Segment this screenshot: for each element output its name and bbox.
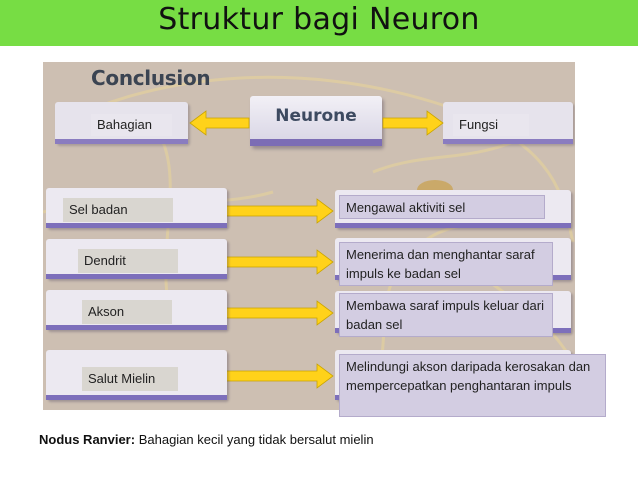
neurone-label: Neurone <box>275 106 357 126</box>
row-arrow-1 <box>218 198 334 224</box>
function-text-2: Menerima dan menghantar saraf impuls ke … <box>339 242 553 286</box>
part-label: Dendrit <box>78 249 178 273</box>
part-row-salut-mielin: Salut Mielin <box>46 350 227 400</box>
arrow-to-bahagian <box>189 110 250 136</box>
function-text-4: Melindungi akson daripada kerosakan dan … <box>339 354 606 417</box>
fungsi-header-box: Fungsi <box>443 102 573 144</box>
diagram-panel: Conclusion Bahagian Neurone Fungsi Sel b… <box>43 62 575 410</box>
title-bar: Struktur bagi Neuron <box>0 0 638 46</box>
footer-definition: Bahagian kecil yang tidak bersalut mieli… <box>138 432 374 447</box>
bahagian-header-label: Bahagian <box>91 114 172 136</box>
function-text-3: Membawa saraf impuls keluar dari badan s… <box>339 293 553 337</box>
part-row-sel-badan: Sel badan <box>46 188 227 228</box>
part-row-akson: Akson <box>46 290 227 330</box>
part-row-dendrit: Dendrit <box>46 239 227 279</box>
arrow-to-fungsi <box>382 110 444 136</box>
part-label: Salut Mielin <box>82 367 178 391</box>
connector-arrows <box>189 110 444 389</box>
row-arrow-4 <box>218 363 334 389</box>
bahagian-header-box: Bahagian <box>55 102 188 144</box>
row-arrow-2 <box>218 249 334 275</box>
part-label: Sel badan <box>63 198 173 222</box>
page-title: Struktur bagi Neuron <box>158 2 480 37</box>
neurone-center-box: Neurone <box>250 96 382 146</box>
part-label: Akson <box>82 300 172 324</box>
function-text-1: Mengawal aktiviti sel <box>339 195 545 219</box>
footer-term: Nodus Ranvier: <box>39 432 136 447</box>
row-arrow-3 <box>218 300 334 326</box>
footer-note: Nodus Ranvier: Bahagian kecil yang tidak… <box>39 432 374 447</box>
fungsi-header-label: Fungsi <box>453 114 529 136</box>
conclusion-heading: Conclusion <box>91 66 211 90</box>
